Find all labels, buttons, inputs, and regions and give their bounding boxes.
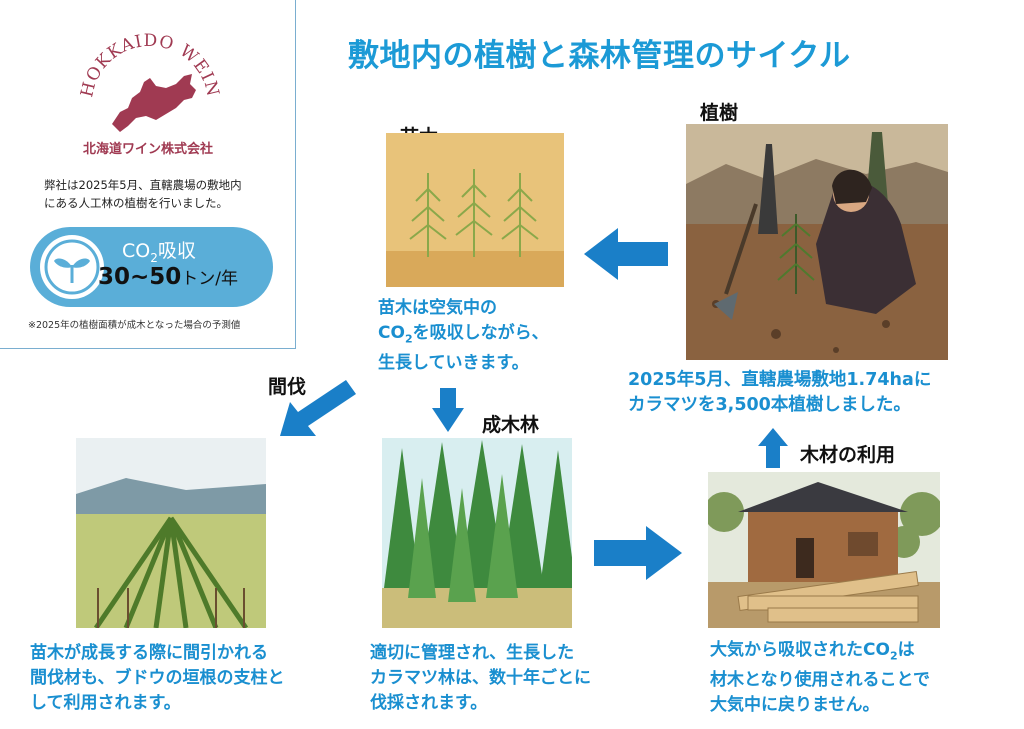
footnote: ※2025年の植樹面積が成木となった場合の予測値 bbox=[28, 320, 241, 331]
intro-line: にある人工林の植樹を行いました。 bbox=[44, 196, 228, 210]
arrow-left-icon bbox=[584, 228, 668, 280]
intro-line: 弊社は2025年5月、直轄農場の敷地内 bbox=[44, 178, 242, 192]
timber-image bbox=[708, 472, 940, 628]
forest-caption: 適切に管理され、生長した カラマツ林は、数十年ごとに 伐採されます。 bbox=[370, 643, 591, 713]
hokkaido-wein-logo: HOKKAIDO WEIN bbox=[77, 31, 222, 132]
sprout-icon-circle bbox=[40, 235, 104, 299]
timber-caption: 大気から吸収されたCO2は 材木となり使用されることで 大気中に戻りません。 bbox=[710, 640, 930, 716]
forest-image bbox=[382, 438, 572, 628]
planting-image bbox=[686, 124, 948, 360]
co2-title: CO2吸収 bbox=[122, 240, 196, 265]
arrow-down-left-icon bbox=[280, 380, 356, 436]
company-name: 北海道ワイン株式会社 bbox=[82, 142, 213, 157]
page-title: 敷地内の植樹と森林管理のサイクル bbox=[348, 38, 851, 74]
stage-label-timber: 木材の利用 bbox=[800, 444, 896, 466]
hokkaido-map-icon bbox=[112, 74, 196, 132]
stage-label-thinning: 間伐 bbox=[268, 376, 307, 398]
arrow-up-icon bbox=[758, 428, 788, 468]
planting-caption: 2025年5月、直轄農場敷地1.74haに カラマツを3,500本植樹しました。 bbox=[628, 370, 932, 415]
stage-label-forest: 成木林 bbox=[482, 414, 540, 436]
intro-text: 弊社は2025年5月、直轄農場の敷地内 にある人工林の植樹を行いました。 bbox=[44, 176, 284, 212]
company-info-box bbox=[0, 0, 296, 349]
vineyard-image bbox=[76, 438, 266, 628]
seedling-caption: 苗木は空気中の CO2を吸収しながら、 生長していきます。 bbox=[378, 298, 549, 374]
stage-label-planting: 植樹 bbox=[700, 102, 739, 124]
thinning-caption: 苗木が成長する際に間引かれる 間伐材も、ブドウの垣根の支柱と して利用されます。 bbox=[30, 643, 285, 713]
seedling-image bbox=[386, 133, 564, 287]
co2-value: 30~50トン/年 bbox=[98, 264, 239, 290]
arrow-down-icon bbox=[432, 388, 464, 432]
sprout-icon bbox=[44, 239, 100, 295]
arrow-right-icon bbox=[594, 526, 682, 580]
